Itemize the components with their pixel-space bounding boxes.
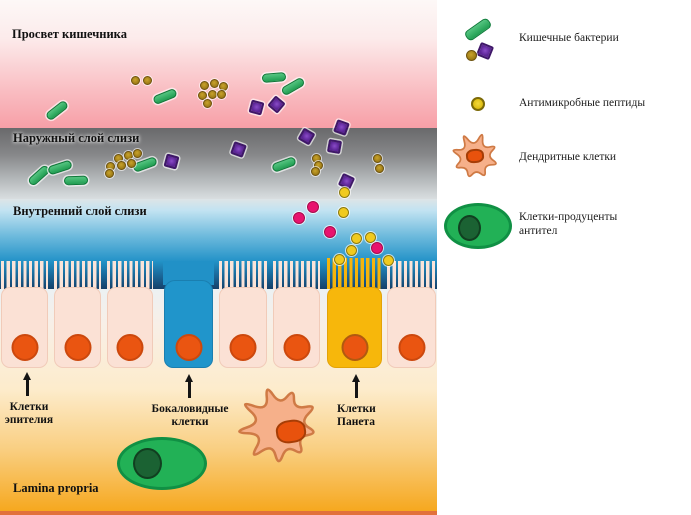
arrow-stem xyxy=(355,382,358,398)
peptide-dot-magenta xyxy=(371,242,383,254)
cell-nucleus xyxy=(116,334,144,361)
arrow-stem xyxy=(26,380,29,396)
cell-nucleus xyxy=(11,334,38,361)
outer-mucus-layer xyxy=(0,128,437,199)
epithelial-microvilli xyxy=(54,261,101,289)
cell-nucleus xyxy=(283,334,310,361)
lamina-propria-label: Lamina propria xyxy=(13,481,99,495)
arrow-head-icon xyxy=(185,374,193,382)
epithelial-microvilli xyxy=(273,261,320,289)
bacteria-dot xyxy=(209,78,219,88)
cell-nucleus xyxy=(175,334,202,361)
bacteria-dot xyxy=(197,90,207,100)
antibody-producing-cell xyxy=(117,437,207,490)
bacteria-rod-icon xyxy=(463,16,493,43)
lumen-label: Просвет кишечника xyxy=(12,27,127,41)
bacteria-dot xyxy=(207,89,217,99)
peptide-dot-yellow xyxy=(338,186,350,198)
arrow-head-icon xyxy=(352,374,360,382)
paneth-cells-arrow-icon xyxy=(352,374,361,398)
peptide-dot-yellow xyxy=(382,254,394,266)
bacteria-dot xyxy=(199,80,209,90)
cell-nucleus xyxy=(341,334,368,361)
antibody-cell-icon xyxy=(444,203,512,249)
antibody-cell-nucleus xyxy=(133,448,162,479)
peptide-dot-magenta xyxy=(293,212,305,224)
inner-mucus-label: Внутренний слой слизи xyxy=(13,204,147,218)
epithelial-microvilli xyxy=(219,261,267,289)
bacteria-dot xyxy=(216,89,226,99)
cell-nucleus xyxy=(64,334,91,361)
diagram-panel: Просвет кишечника Наружный слой слизи Вн… xyxy=(0,0,437,515)
goblet-cell xyxy=(164,280,213,368)
bacteria-dot xyxy=(130,75,140,85)
arrow-head-icon xyxy=(23,372,31,380)
intestinal-lumen-layer xyxy=(0,0,437,128)
outer-mucus-label: Наружный слой слизи xyxy=(13,131,140,145)
peptide-dot-magenta xyxy=(307,201,319,213)
peptide-dot-yellow xyxy=(337,206,349,218)
bacteria-dot xyxy=(374,163,384,173)
legend-label-peptides: Антимикробные пептиды xyxy=(519,97,646,109)
bacteria-dot xyxy=(126,158,136,168)
goblet-cells-arrow-icon xyxy=(185,374,194,398)
cell-nucleus xyxy=(398,334,425,361)
bacteria-dot xyxy=(116,160,126,170)
paneth-cells-label: Клетки Панета xyxy=(337,403,376,428)
epithelial-microvilli xyxy=(107,261,153,289)
epithelial-cell xyxy=(1,287,48,368)
peptide-dot-yellow xyxy=(350,232,362,244)
epithelial-cell xyxy=(387,287,436,368)
bacteria-dot xyxy=(142,75,152,85)
epithelium-row xyxy=(1,258,436,368)
goblet-cells-label: Бокаловидные клетки xyxy=(151,403,229,428)
peptide-dot-yellow xyxy=(333,253,345,265)
legend-label-dendritic: Дендритные клетки xyxy=(519,151,617,163)
cell-nucleus xyxy=(229,334,257,361)
legend-label-antibody: Клетки-продуценты антител xyxy=(519,211,618,237)
bacteria-dot xyxy=(372,153,382,163)
paneth-cell xyxy=(327,287,382,368)
bacteria-dot xyxy=(132,148,142,158)
bacteria-diamond-icon xyxy=(475,41,495,61)
antibody-nucleus-icon xyxy=(458,215,481,241)
epithelial-cells-arrow-icon xyxy=(23,372,32,396)
particles-layer xyxy=(27,71,394,266)
inner-mucus-layer xyxy=(0,199,437,262)
arrow-stem xyxy=(188,382,191,398)
peptide-dot-yellow xyxy=(345,244,357,256)
epithelial-microvilli xyxy=(1,261,48,289)
peptide-dot-magenta xyxy=(324,226,336,238)
bacteria-dot xyxy=(104,168,114,178)
epithelial-cell xyxy=(273,287,320,368)
epithelial-cell xyxy=(54,287,101,368)
bacteria-dot-icon xyxy=(466,50,477,61)
legend-label-bacteria: Кишечные бактерии xyxy=(519,32,619,44)
epithelial-microvilli xyxy=(387,261,436,289)
epithelial-cells-label: Клетки эпителия xyxy=(4,401,54,426)
peptide-dot-icon xyxy=(471,97,485,111)
epithelial-cell xyxy=(219,287,267,368)
bacteria-dot xyxy=(202,98,212,108)
peptide-dot-yellow xyxy=(364,231,376,243)
bacteria-dot xyxy=(310,166,320,176)
epithelial-cell xyxy=(107,287,153,368)
